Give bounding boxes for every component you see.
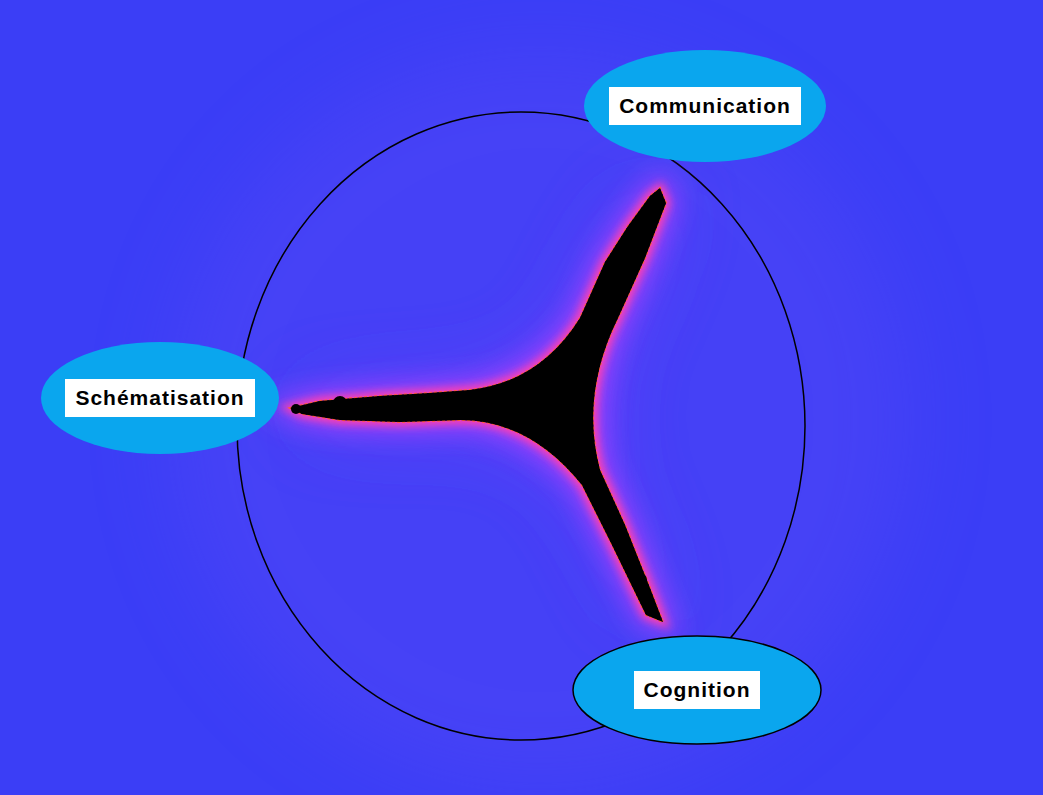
ellipse-node: Communication	[583, 49, 827, 163]
node-label: Cognition	[634, 671, 761, 708]
node-label: Communication	[609, 87, 801, 124]
fractal-set	[290, 188, 666, 622]
node-label: Schématisation	[65, 379, 254, 416]
ellipse-node: Cognition	[572, 635, 822, 745]
soft-halo	[170, 50, 910, 790]
ellipse-node: Schématisation	[40, 341, 280, 455]
